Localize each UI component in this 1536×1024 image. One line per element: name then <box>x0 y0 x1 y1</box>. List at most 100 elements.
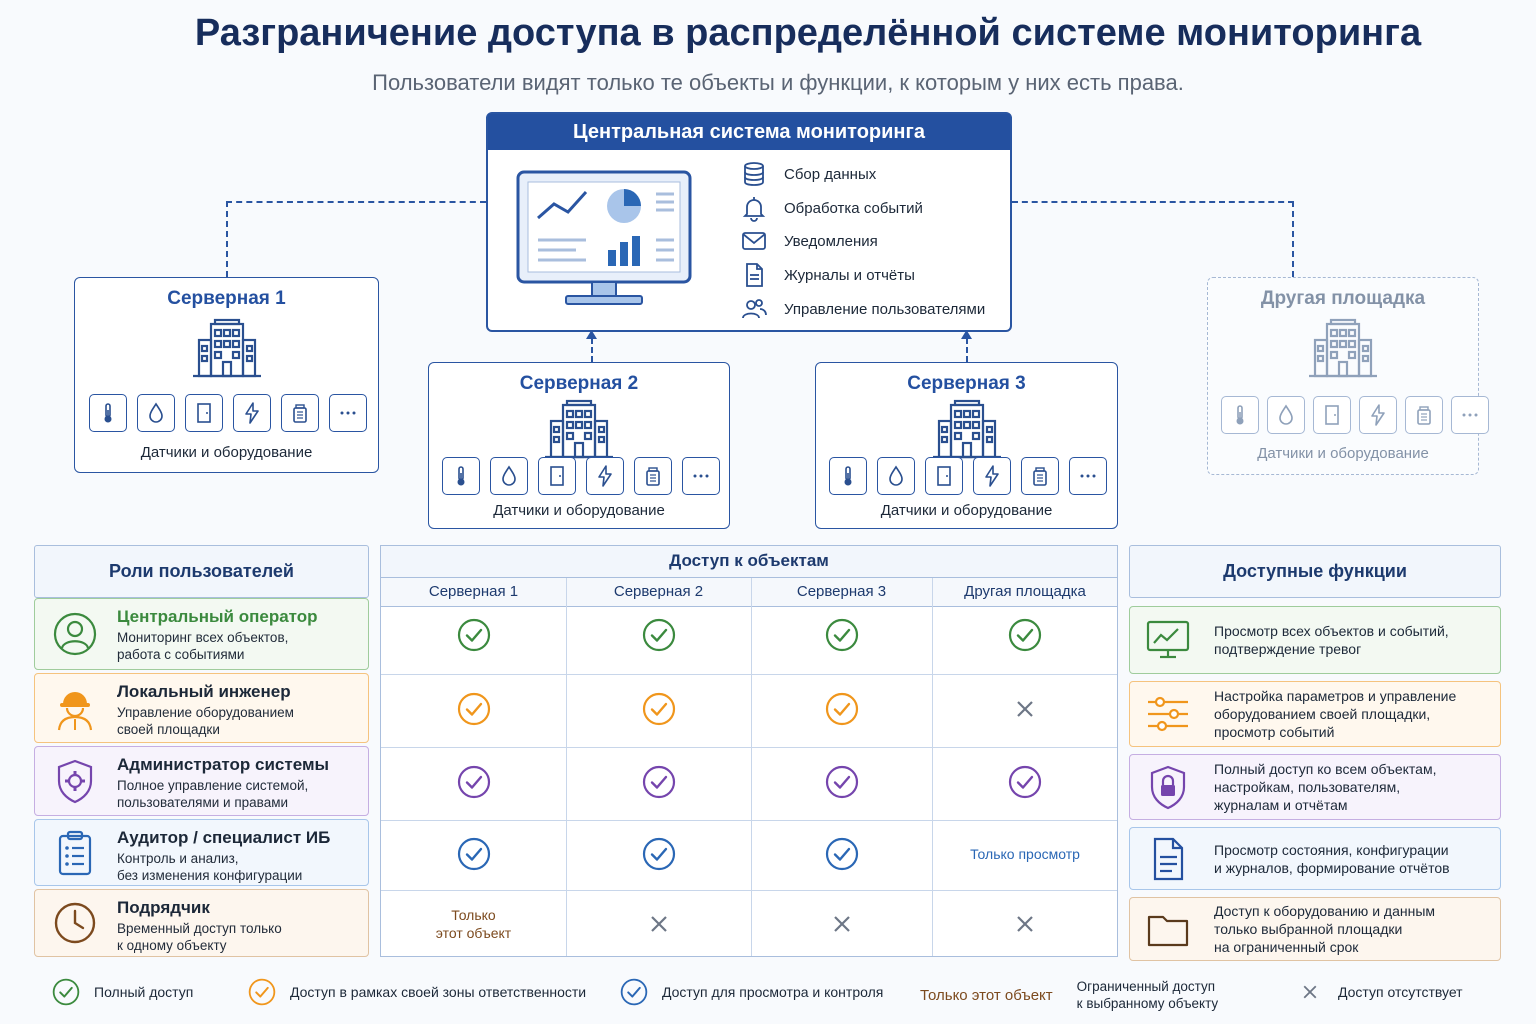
function-description-line: Просмотр всех объектов и событий, <box>1214 623 1449 639</box>
lightning-icon <box>598 465 612 487</box>
role-name: Подрядчик <box>117 898 210 917</box>
clipboard-icon <box>58 830 92 875</box>
site-card-serverroom-1: Серверная 1 Датчики и оборудование <box>74 277 379 473</box>
lightning-icon <box>245 402 259 424</box>
access-note-line: этот объект <box>435 925 512 941</box>
document-icon <box>746 263 763 287</box>
shield-lock-icon <box>1150 765 1186 810</box>
legend-description-line: Ограниченный доступ <box>1076 979 1216 994</box>
clock-icon <box>54 902 96 944</box>
role-name: Аудитор / специалист ИБ <box>117 828 331 847</box>
device-icon <box>1033 467 1047 486</box>
role-description-line: Управление оборудованием <box>117 705 294 720</box>
legend-item: Доступ отсутствует <box>1296 978 1463 1006</box>
lightning-icon <box>985 465 999 487</box>
matrix-row-divider <box>381 747 1117 748</box>
function-description-line: на ограниченный срок <box>1214 939 1359 955</box>
access-cell <box>932 747 1118 817</box>
site-caption: Датчики и оборудование <box>1257 445 1429 462</box>
central-function-item: Уведомления <box>740 227 878 255</box>
sliders-icon <box>1148 696 1188 732</box>
role-description-line: пользователями и правами <box>117 795 289 810</box>
access-cell <box>932 890 1118 958</box>
person-icon <box>53 612 97 656</box>
role-description-line: своей площадки <box>117 722 220 737</box>
role-description-line: к одному объекту <box>117 938 227 953</box>
mail-icon <box>742 232 766 250</box>
role-description: Мониторинг всех объектов, работа с событи… <box>117 629 288 663</box>
site-title: Серверная 3 <box>907 373 1026 394</box>
access-cell <box>381 747 566 817</box>
roles-header-label: Роли пользователей <box>109 561 294 581</box>
role-description: Полное управление системой, пользователям… <box>117 777 308 811</box>
sensor-tile <box>1267 396 1305 434</box>
central-function-item: Управление пользователями <box>740 295 985 323</box>
function-description-line: подтверждение тревог <box>1214 641 1362 657</box>
database-icon <box>744 162 764 186</box>
sensor-tile <box>586 457 624 495</box>
site-title: Другая площадка <box>1260 288 1426 309</box>
drop-icon <box>502 465 516 486</box>
matrix-col-divider <box>932 578 933 956</box>
access-cell <box>566 747 751 817</box>
thermometer-icon <box>1236 405 1244 425</box>
check-icon <box>825 837 858 870</box>
role-description-line: Мониторинг всех объектов, <box>117 630 289 645</box>
device-icon <box>1417 406 1431 425</box>
sensor-tile <box>233 394 271 432</box>
site-card-serverroom-2: Серверная 2 Датчики и оборудование <box>428 362 730 529</box>
document-icon <box>1153 837 1184 880</box>
check-icon <box>642 837 675 870</box>
legend-item: Полный доступ <box>52 978 193 1006</box>
function-description-line: Полный доступ ко всем объектам, <box>1214 761 1437 777</box>
connector-site-2 <box>591 338 593 362</box>
site-title: Серверная 2 <box>519 373 639 394</box>
roles-header: Роли пользователей <box>34 545 369 598</box>
thermometer-icon <box>104 403 112 423</box>
check-icon <box>642 692 675 726</box>
function-description-line: и журналов, формирование отчётов <box>1214 859 1450 876</box>
central-system-panel: Центральная система мониторинга Сбор дан… <box>486 112 1012 332</box>
site-caption: Датчики и оборудование <box>880 502 1053 519</box>
access-cell <box>566 890 751 958</box>
function-description-line: Доступ к оборудованию и данным <box>1214 903 1436 919</box>
role-name: Центральный оператор <box>117 607 318 626</box>
door-icon <box>197 403 211 423</box>
central-function-label: Обработка событий <box>784 199 923 217</box>
check-icon <box>457 765 490 799</box>
column-header: Серверная 3 <box>796 583 887 600</box>
drop-icon <box>1279 404 1293 425</box>
access-cell <box>566 599 751 671</box>
role-description-line: работа с событиями <box>117 647 245 662</box>
users-icon <box>742 299 767 319</box>
cross-icon <box>650 916 667 932</box>
role-description-line: Полное управление системой, <box>117 778 309 793</box>
more-icon <box>1080 474 1096 478</box>
check-icon <box>642 618 675 652</box>
access-note: Только просмотр <box>970 845 1080 862</box>
sensor-tile <box>682 457 720 495</box>
sensor-tile <box>329 394 367 432</box>
device-icon <box>293 404 307 423</box>
site-card-other: Другая площадка Датчики и оборудование <box>1207 277 1489 475</box>
sensor-tile <box>1221 396 1259 434</box>
matrix-col-divider <box>566 578 567 956</box>
sensor-tile <box>1069 457 1107 495</box>
sensor-tile <box>490 457 528 495</box>
function-description-line: журналам и отчётам <box>1214 797 1348 813</box>
role-name: Локальный инженер <box>117 682 291 701</box>
building-icon <box>545 399 613 459</box>
access-cell <box>381 820 566 887</box>
check-icon <box>825 765 858 799</box>
connector-site-other <box>1012 201 1294 277</box>
sensor-tile <box>185 394 223 432</box>
page-title: Разграничение доступа в распределённой с… <box>194 12 1422 54</box>
